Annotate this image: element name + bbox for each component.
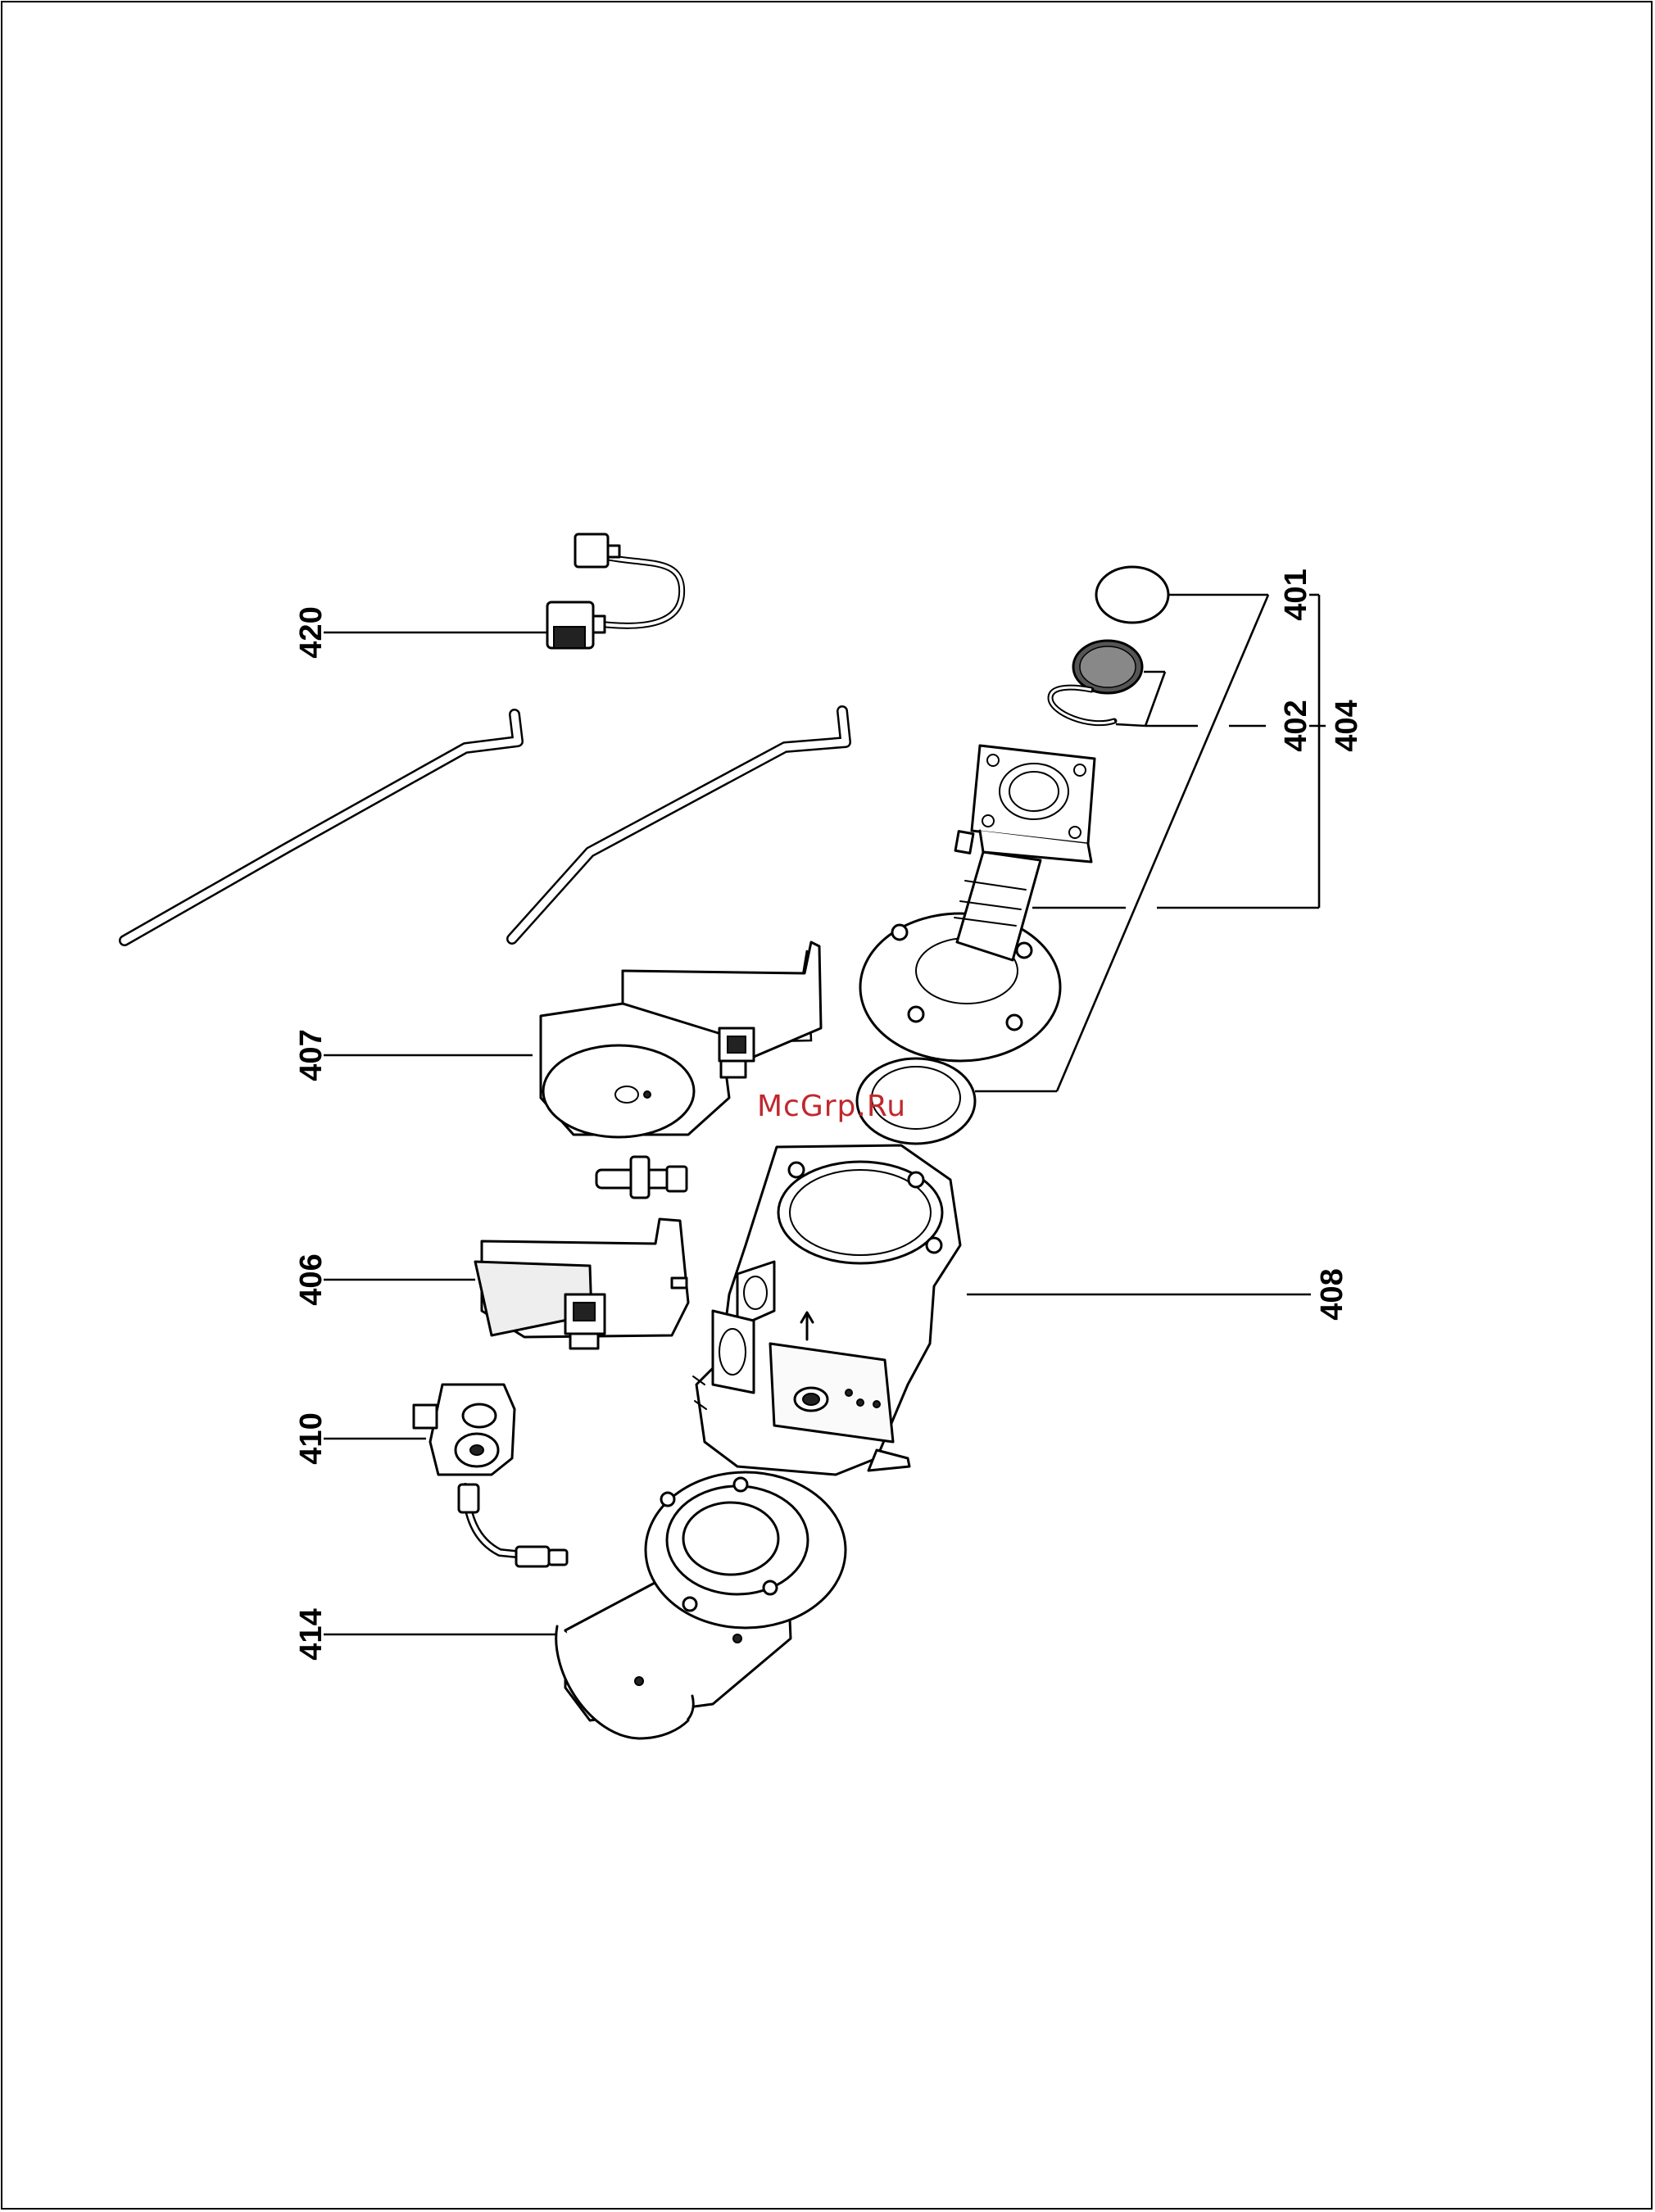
watermark: McGrp.Ru [757, 1090, 906, 1123]
label-406: 406 [294, 1253, 329, 1305]
label-420: 420 [294, 606, 329, 658]
label-410: 410 [294, 1412, 329, 1464]
label-402: 402 [1279, 700, 1313, 751]
label-404: 404 [1330, 700, 1364, 751]
o-ring-part [1096, 567, 1168, 623]
impulse-tube-part [125, 714, 518, 941]
fitting-part [596, 1157, 687, 1198]
pressure-switch-part [414, 1385, 567, 1566]
actuator-406-part [475, 1219, 688, 1349]
label-401: 401 [1279, 569, 1313, 620]
label-414: 414 [294, 1608, 329, 1660]
gas-valve-body-part [693, 1145, 960, 1475]
filter-ring-part [1050, 641, 1142, 723]
filter-housing-part [556, 1472, 846, 1738]
cable-connector-part [547, 534, 682, 648]
label-408: 408 [1315, 1268, 1349, 1320]
label-407: 407 [294, 1029, 329, 1081]
flanged-adapter-part [860, 746, 1095, 1061]
